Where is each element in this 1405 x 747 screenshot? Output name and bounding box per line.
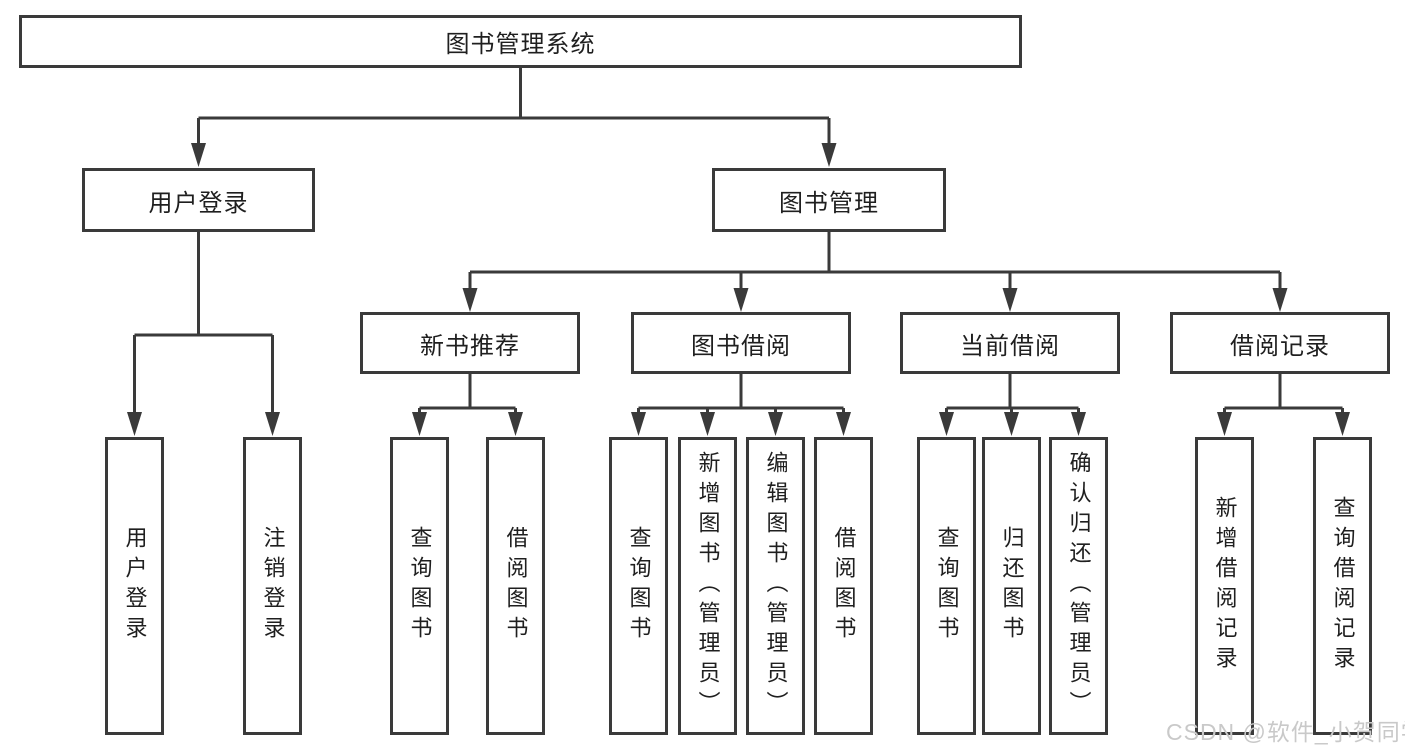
node-user-login: 用户登录 <box>82 168 315 232</box>
leaf-newbooks-borrow-books-label: 借阅图书 <box>503 526 529 646</box>
connector <box>191 68 837 167</box>
leaf-borrow-query-books-label: 查询图书 <box>626 526 652 646</box>
connector <box>1217 374 1350 436</box>
leaf-edit-books-admin-label: 编辑图书（管理员） <box>763 451 789 721</box>
node-book-borrow: 图书借阅 <box>631 312 851 374</box>
leaf-newbooks-query-books: 查询图书 <box>390 437 449 735</box>
leaf-newbooks-borrow-books: 借阅图书 <box>486 437 545 735</box>
node-current-borrow: 当前借阅 <box>900 312 1120 374</box>
leaf-add-borrow-record-label: 新增借阅记录 <box>1212 496 1238 676</box>
connector <box>412 374 523 436</box>
leaf-return-books: 归还图书 <box>982 437 1041 735</box>
leaf-borrow-books: 借阅图书 <box>814 437 873 735</box>
leaf-add-books-admin: 新增图书（管理员） <box>678 437 737 735</box>
connector <box>462 232 1288 312</box>
leaf-confirm-return-admin-label: 确认归还（管理员） <box>1066 451 1092 721</box>
node-borrow-records-label: 借阅记录 <box>1230 332 1330 360</box>
leaf-logout: 注销登录 <box>243 437 302 735</box>
leaf-add-books-admin-label: 新增图书（管理员） <box>695 451 721 721</box>
leaf-current-query-books: 查询图书 <box>917 437 976 735</box>
node-book-management: 图书管理 <box>712 168 946 232</box>
node-root: 图书管理系统 <box>19 15 1022 68</box>
leaf-add-borrow-record: 新增借阅记录 <box>1195 437 1254 735</box>
node-root-label: 图书管理系统 <box>445 31 596 58</box>
connector <box>631 374 851 436</box>
node-user-login-label: 用户登录 <box>148 189 249 217</box>
leaf-edit-books-admin: 编辑图书（管理员） <box>746 437 805 735</box>
leaf-query-borrow-record-label: 查询借阅记录 <box>1330 496 1356 676</box>
leaf-newbooks-query-books-label: 查询图书 <box>407 526 433 646</box>
leaf-borrow-query-books: 查询图书 <box>609 437 668 735</box>
node-current-borrow-label: 当前借阅 <box>960 332 1060 360</box>
connector <box>939 374 1086 436</box>
node-new-book-recommend-label: 新书推荐 <box>420 332 520 360</box>
leaf-borrow-books-label: 借阅图书 <box>831 526 857 646</box>
node-book-management-label: 图书管理 <box>779 189 879 217</box>
leaf-confirm-return-admin: 确认归还（管理员） <box>1049 437 1108 735</box>
node-new-book-recommend: 新书推荐 <box>360 312 580 374</box>
node-borrow-records: 借阅记录 <box>1170 312 1390 374</box>
leaf-user-login: 用户登录 <box>105 437 164 735</box>
leaf-user-login-label: 用户登录 <box>122 526 148 646</box>
leaf-return-books-label: 归还图书 <box>999 526 1025 646</box>
leaf-logout-label: 注销登录 <box>260 526 286 646</box>
leaf-query-borrow-record: 查询借阅记录 <box>1313 437 1372 735</box>
connector <box>127 232 280 436</box>
leaf-current-query-books-label: 查询图书 <box>934 526 960 646</box>
watermark: CSDN @软件_小贺同学 <box>1166 719 1405 745</box>
node-book-borrow-label: 图书借阅 <box>691 332 791 360</box>
